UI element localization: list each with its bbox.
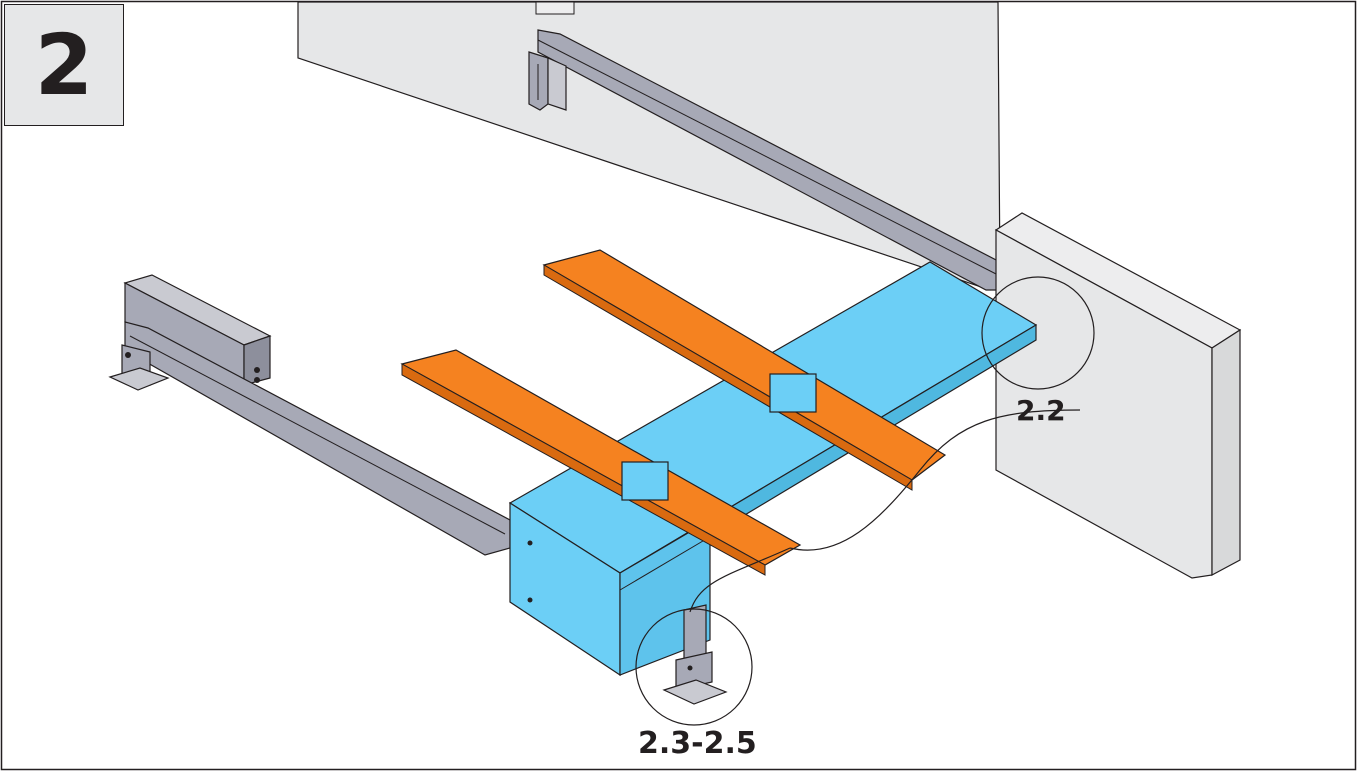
detail-circle-top	[981, 276, 1095, 390]
callout-label: 2.2	[1016, 394, 1066, 427]
back-wall	[297, 1, 1001, 291]
leader-line	[789, 409, 1081, 551]
callout-label: 2.3-2.5	[638, 726, 757, 761]
concrete-block	[994, 212, 1242, 579]
step-number-box: 2	[4, 4, 124, 126]
fork-left	[400, 349, 802, 576]
detail-circle-bottom	[635, 608, 753, 726]
left-frame	[108, 274, 511, 556]
wall-rail-edge	[537, 39, 1001, 277]
step-number: 2	[34, 16, 94, 114]
wall-bracket	[528, 51, 567, 111]
leader-line-2	[689, 547, 791, 613]
wall-top-face	[535, 1, 575, 15]
front-foot	[662, 604, 728, 705]
fork-right	[542, 249, 947, 491]
